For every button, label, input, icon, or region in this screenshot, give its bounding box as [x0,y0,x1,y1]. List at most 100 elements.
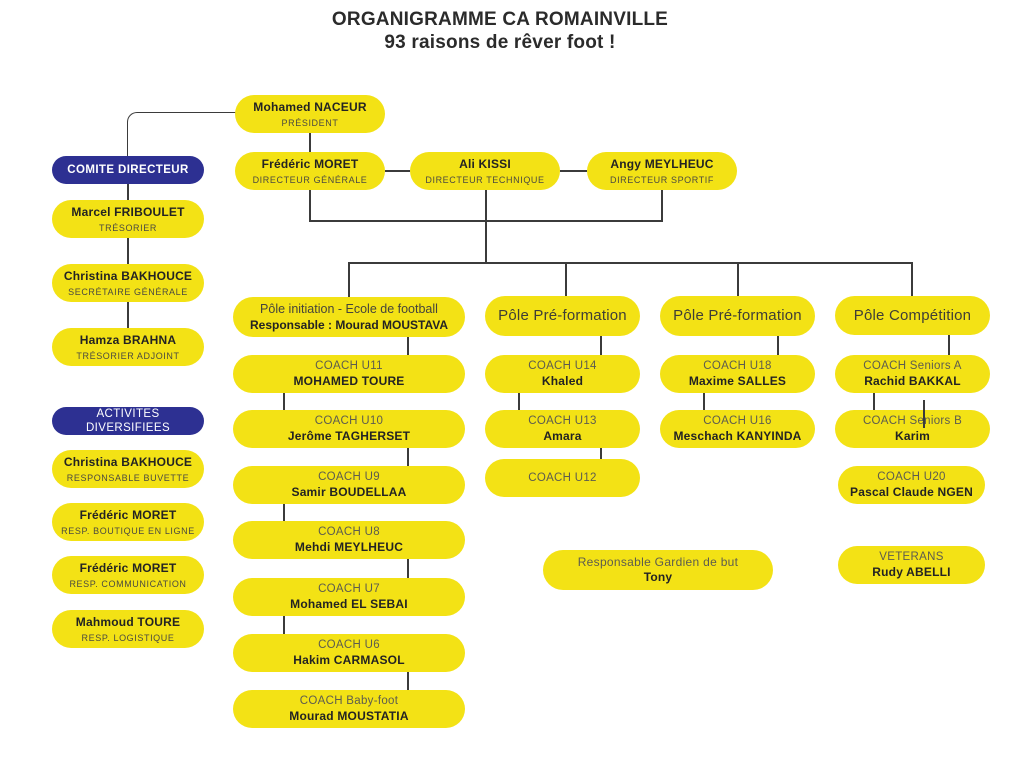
header-label: ACTIVITES DIVERSIFIEES [85,408,171,434]
person-name: Hamza BRAHNA [79,332,177,347]
header-pole-initiation: Pôle initiation - Ecole de football Resp… [233,297,465,337]
connector-line [560,170,587,172]
node-coach-u6: COACH U6 Hakim CARMASOL [233,634,465,672]
coach-name: Mehdi MEYLHEUC [294,540,404,554]
node-coach-seniors-b: COACH Seniors B Karim [835,410,990,448]
coach-name: Karim [894,429,930,443]
node-secretaire-generale: Christina BAKHOUCE SECRÉTAIRE GÉNÉRALE [52,264,204,302]
coach-label: COACH U10 [314,415,384,427]
node-responsable-logistique: Mahmoud TOURE RESP. LOGISTIQUE [52,610,204,648]
person-name: Mohamed NACEUR [253,99,367,114]
connector-line [777,336,779,355]
person-name: Ali KISSI [459,156,511,171]
connector-line-overlap [923,400,925,428]
node-coach-seniors-a: COACH Seniors A Rachid BAKKAL [835,355,990,393]
node-coach-u12: COACH U12 [485,459,640,497]
connector-line [565,262,567,297]
header-pole-preformation-1: Pôle Pré-formation [485,296,640,336]
header-pole-preformation-2: Pôle Pré-formation [660,296,815,336]
coach-name: Mourad MOUSTATIA [289,709,409,723]
coach-label: COACH Baby-foot [299,695,399,707]
pole-title: Pôle initiation - Ecole de football [260,302,438,316]
connector-line [600,336,602,355]
coach-label: COACH U20 [877,471,946,483]
pole-responsable: Responsable : Mourad MOUSTAVA [249,318,448,332]
coach-name: Khaled [541,374,584,388]
person-role: PRÉSIDENT [281,117,339,128]
coach-label: COACH U6 [318,639,380,651]
node-president: Mohamed NACEUR PRÉSIDENT [235,95,385,133]
connector-line [348,262,913,264]
node-directeur-generale: Frédéric MORET DIRECTEUR GÉNÉRALE [235,152,385,190]
connector-line [127,238,129,264]
person-name: Frédéric MORET [79,507,177,522]
coach-label: COACH U12 [528,471,597,484]
connector-line [737,262,739,297]
person-role: RESPONSABLE BUVETTE [66,472,190,483]
pole-title: Pôle Pré-formation [498,307,627,324]
person-name: Frédéric MORET [261,156,359,171]
person-name: Mahmoud TOURE [75,614,181,629]
connector-line [283,393,285,410]
connector-line [948,335,950,355]
node-tresorier: Marcel FRIBOULET TRÉSORIER [52,200,204,238]
person-name: Marcel FRIBOULET [71,204,185,219]
connector-line [485,190,487,221]
node-coach-u14: COACH U14 Khaled [485,355,640,393]
node-veterans: VETERANS Rudy ABELLI [838,546,985,584]
connector-line [407,448,409,466]
person-name: Christina BAKHOUCE [63,268,193,283]
coach-label: VETERANS [879,551,944,563]
person-role: TRÉSORIER ADJOINT [76,350,180,361]
header-label: COMITE DIRECTEUR [67,164,189,176]
coach-name: Rudy ABELLI [872,565,951,579]
coach-label: COACH U7 [318,583,380,595]
coach-label: COACH U16 [703,415,772,427]
node-coach-u7: COACH U7 Mohamed EL SEBAI [233,578,465,616]
connector-line [283,616,285,634]
pole-title: Pôle Compétition [853,306,972,324]
coach-label: COACH U9 [318,471,380,483]
person-role: TRÉSORIER [99,222,157,233]
node-coach-u10: COACH U10 Jerôme TAGHERSET [233,410,465,448]
node-responsable-boutique: Frédéric MORET RESP. BOUTIQUE EN LIGNE [52,503,204,541]
node-coach-u8: COACH U8 Mehdi MEYLHEUC [233,521,465,559]
node-tresorier-adjoint: Hamza BRAHNA TRÉSORIER ADJOINT [52,328,204,366]
coach-name: Tony [643,570,673,584]
person-name: Angy MEYLHEUC [610,156,714,171]
coach-name: Rachid BAKKAL [864,374,961,388]
coach-label: COACH U18 [703,360,772,372]
coach-label: COACH U13 [528,415,597,427]
node-coach-u13: COACH U13 Amara [485,410,640,448]
person-role: RESP. BOUTIQUE EN LIGNE [61,525,195,536]
connector-line [127,184,129,200]
connector-elbow [127,112,236,159]
connector-line [309,133,311,152]
connector-line [485,220,487,263]
connector-line [407,672,409,690]
title-line2: 93 raisons de rêver foot ! [384,32,616,53]
page-title: ORGANIGRAMME CA ROMAINVILLE 93 raisons d… [0,8,1000,54]
node-directeur-technique: Ali KISSI DIRECTEUR TECHNIQUE [410,152,560,190]
connector-line [309,190,311,221]
node-responsable-gardien: Responsable Gardien de but Tony [543,550,773,590]
pole-title: Pôle Pré-formation [673,307,802,324]
connector-line [283,504,285,521]
connector-line [911,262,913,297]
coach-name: Amara [543,429,582,443]
person-name: Frédéric MORET [79,560,177,575]
node-coach-babyfoot: COACH Baby-foot Mourad MOUSTATIA [233,690,465,728]
coach-name: Samir BOUDELLAA [291,485,407,499]
person-role: SECRÉTAIRE GÉNÉRALE [68,286,188,297]
coach-label: COACH U11 [315,360,383,372]
connector-line [873,393,875,410]
node-directeur-sportif: Angy MEYLHEUC DIRECTEUR SPORTIF [587,152,737,190]
coach-name: Meschach KANYINDA [673,429,802,443]
person-name: Christina BAKHOUCE [63,454,193,469]
person-role: DIRECTEUR SPORTIF [609,174,715,185]
coach-name: Pascal Claude NGEN [850,485,973,499]
connector-line [127,302,129,328]
coach-label: COACH U14 [528,360,597,372]
connector-line [518,393,520,410]
